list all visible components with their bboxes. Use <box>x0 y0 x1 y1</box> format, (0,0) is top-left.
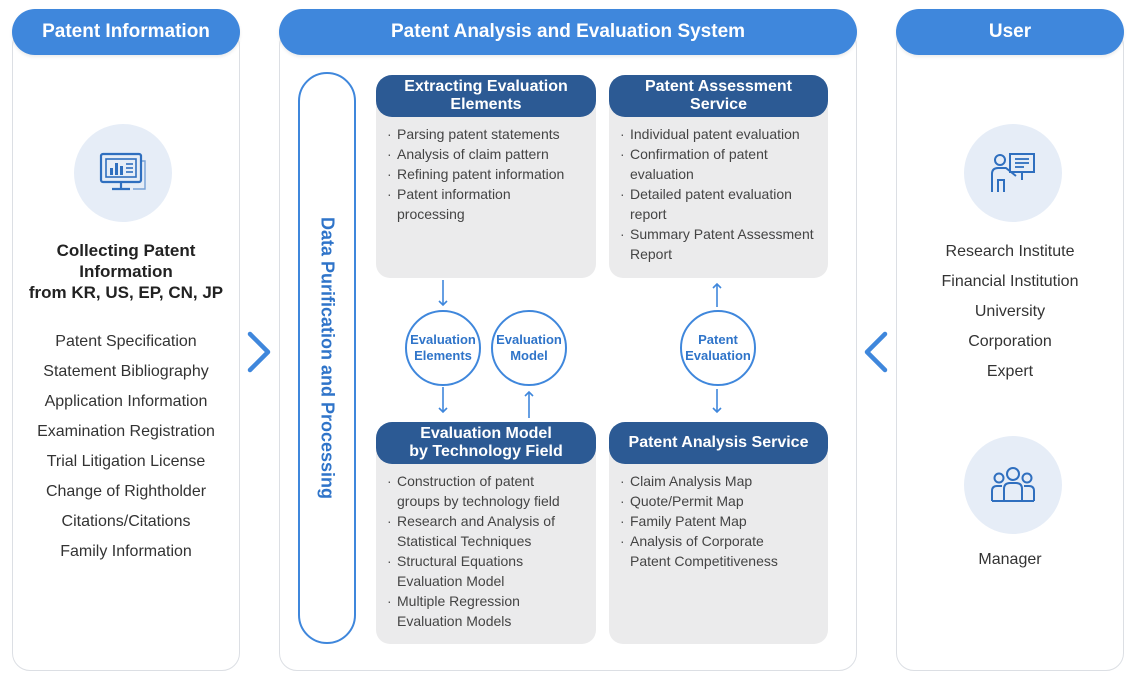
manager-label: Manager <box>978 551 1042 568</box>
presenter-icon <box>964 124 1062 222</box>
chevron-left-icon <box>864 331 888 373</box>
list-item: Analysis of Corporate Patent Competitive… <box>620 531 795 571</box>
user-header: User <box>896 9 1124 55</box>
list-item: Patent information processing <box>387 184 537 224</box>
collecting-patent-title: Collecting Patent Information from KR, U… <box>28 241 224 302</box>
list-item: Research and Analysis of Statistical Tec… <box>387 511 562 551</box>
monitor-chart-icon <box>74 124 172 222</box>
list-item: Claim Analysis Map <box>620 471 820 491</box>
list-item: Construction of patent groups by technol… <box>387 471 572 511</box>
list-item: Quote/Permit Map <box>620 491 820 511</box>
chevron-right-icon <box>247 331 271 373</box>
list-item: Citations/Citations <box>61 513 191 530</box>
list-item: University <box>974 303 1046 320</box>
list-item: Family Information <box>60 543 192 560</box>
analysis-service-list: Claim Analysis Map Quote/Permit Map Fami… <box>620 471 820 571</box>
list-item: Parsing patent statements <box>387 124 587 144</box>
analysis-system-header: Patent Analysis and Evaluation System <box>279 9 857 55</box>
list-item: Structural Equations Evaluation Model <box>387 551 537 591</box>
list-item: Statement Bibliography <box>43 363 209 380</box>
list-item: Family Patent Map <box>620 511 820 531</box>
list-item: Confirmation of patent evaluation <box>620 144 795 184</box>
list-item: Research Institute <box>945 243 1075 260</box>
list-item: Application Information <box>44 393 208 410</box>
patent-information-list: Patent Specification Statement Bibliogra… <box>12 327 240 567</box>
extracting-elements-list: Parsing patent statements Analysis of cl… <box>387 124 587 224</box>
assessment-service-list: Individual patent evaluation Confirmatio… <box>620 124 822 264</box>
list-item: Examination Registration <box>37 423 215 440</box>
group-icon <box>964 436 1062 534</box>
list-item: Refining patent information <box>387 164 587 184</box>
list-item: Individual patent evaluation <box>620 124 822 144</box>
list-item: Detailed patent evaluation report <box>620 184 805 224</box>
evaluation-model-list: Construction of patent groups by technol… <box>387 471 577 631</box>
patent-information-header: Patent Information <box>12 9 240 55</box>
list-item: Trial Litigation License <box>46 453 206 470</box>
list-item: Summary Patent Assessment Report <box>620 224 822 264</box>
list-item: Financial Institution <box>941 273 1079 290</box>
list-item: Multiple Regression Evaluation Models <box>387 591 537 631</box>
list-item: Expert <box>986 363 1034 380</box>
list-item: Corporation <box>968 333 1052 350</box>
list-item: Patent Specification <box>55 333 197 350</box>
user-list: Research Institute Financial Institution… <box>896 237 1124 387</box>
analysis-service-title: Patent Analysis Service <box>609 422 828 464</box>
list-item: Analysis of claim pattern <box>387 144 587 164</box>
list-item: Change of Rightholder <box>45 483 207 500</box>
data-purification-bar <box>298 72 356 644</box>
